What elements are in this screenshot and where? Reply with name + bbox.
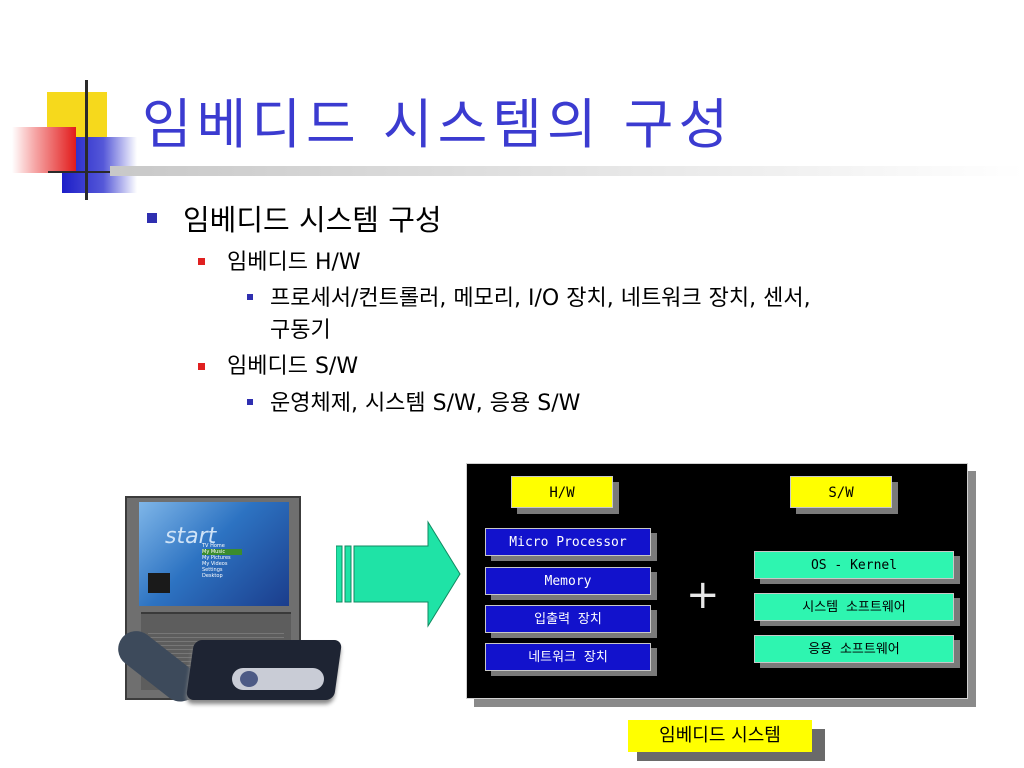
sw-item-system-software: 시스템 소프트웨어 (754, 593, 954, 621)
page-title: 임베디드 시스템의 구성 (142, 93, 734, 156)
hw-header: H/W (511, 476, 613, 508)
tv-menu-item: My Music (202, 549, 242, 555)
bullet-hw-detail-line2: 구동기 (270, 318, 331, 343)
tv-menu-item: My Pictures (202, 555, 231, 561)
bullet-marker-sw (198, 363, 205, 370)
bullet-marker-l1 (147, 213, 157, 223)
hw-item-micro-processor: Micro Processor (485, 528, 651, 556)
bullet-sw-text: 임베디드 S/W (227, 354, 359, 379)
right-arrow-icon (336, 520, 461, 628)
tv-menu-item: My Videos (202, 561, 228, 567)
bullet-hw-text: 임베디드 H/W (227, 250, 361, 275)
hw-item-memory: Memory (485, 567, 651, 595)
sw-header: S/W (790, 476, 892, 508)
title-underline (110, 166, 1024, 176)
bullet-l1-text: 임베디드 시스템 구성 (183, 203, 442, 237)
tv-menu-item: TV Home (202, 543, 225, 549)
decor-vertical-line (85, 80, 88, 200)
sw-item-application-software: 응용 소프트웨어 (754, 635, 954, 663)
system-label: 임베디드 시스템 (628, 720, 812, 752)
tv-menu: TV Home My Music My Pictures My Videos S… (202, 543, 242, 579)
bullet-marker-hw (198, 258, 205, 265)
tv-menu-item: Desktop (202, 573, 223, 579)
plus-sign: + (686, 572, 720, 618)
bullet-sw-detail-text: 운영체제, 시스템 S/W, 응용 S/W (270, 391, 581, 416)
hw-item-io-device: 입출력 장치 (485, 605, 651, 633)
tv-menu-item: Settings (202, 567, 223, 573)
bullet-marker-hw-detail (247, 294, 253, 300)
tv-thumbnail (148, 573, 170, 593)
bullet-marker-sw-detail (247, 399, 253, 405)
bullet-hw-detail-line1: 프로세서/컨트롤러, 메모리, I/O 장치, 네트워크 장치, 센서, (270, 286, 811, 311)
hw-item-network-device: 네트워크 장치 (485, 643, 651, 671)
set-top-box-disc (240, 671, 258, 687)
decor-horizontal-line (48, 171, 158, 173)
tv-logo: start (165, 524, 217, 549)
decor-red-square (12, 127, 76, 173)
sw-item-os-kernel: OS - Kernel (754, 551, 954, 579)
